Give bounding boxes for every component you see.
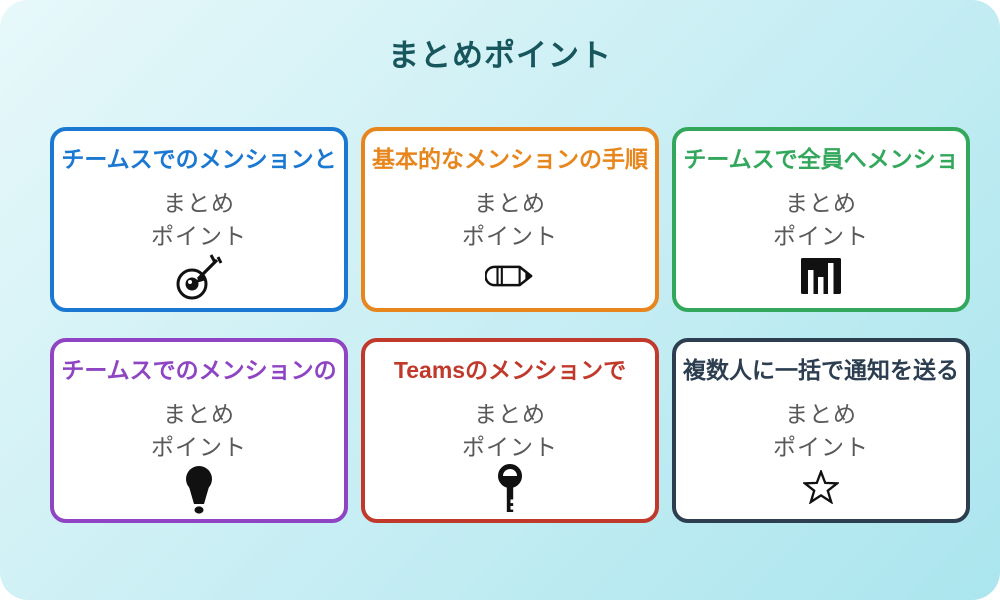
star-icon	[803, 464, 839, 511]
card-subtitle-line: まとめ	[785, 189, 857, 216]
card-subtitle-line: まとめ	[474, 189, 546, 216]
card-subtitle: まとめ ポイント	[462, 398, 558, 464]
pencil-icon	[485, 253, 535, 300]
bar-chart-icon	[798, 253, 844, 300]
page-title: まとめポイント	[388, 38, 612, 73]
card-title: チームスでのメンションの	[61, 357, 337, 383]
card-title: チームスで全員へメンショ	[683, 146, 959, 172]
card-title: チームスでのメンションと	[61, 146, 337, 172]
card-subtitle-line: ポイント	[773, 222, 869, 249]
card-subtitle-line: ポイント	[462, 433, 558, 460]
card-title: Teamsのメンションで	[393, 357, 627, 383]
card-subtitle: まとめ ポイント	[151, 187, 247, 253]
card-subtitle-line: まとめ	[785, 400, 857, 427]
card-subtitle-line: ポイント	[151, 433, 247, 460]
summary-card-bulk-notify: 複数人に一括で通知を送る まとめ ポイント	[672, 338, 970, 523]
card-subtitle: まとめ ポイント	[462, 187, 558, 253]
card-subtitle: まとめ ポイント	[773, 398, 869, 464]
card-title: 基本的なメンションの手順	[372, 146, 648, 172]
summary-card-teams-mention-2: チームスでのメンションの まとめ ポイント	[50, 338, 348, 523]
summary-card-teams-mention-3: Teamsのメンションで まとめ ポイント	[361, 338, 659, 523]
cards-grid: チームスでのメンションと まとめ ポイント 基本的なメンションの手順	[50, 127, 970, 523]
key-icon	[497, 463, 523, 514]
card-subtitle-line: まとめ	[474, 400, 546, 427]
card-subtitle-line: ポイント	[462, 222, 558, 249]
summary-card-mention-steps: 基本的なメンションの手順 まとめ ポイント	[361, 127, 659, 312]
card-subtitle-line: まとめ	[163, 189, 235, 216]
card-subtitle-line: まとめ	[163, 400, 235, 427]
card-subtitle-line: ポイント	[151, 222, 247, 249]
summary-card-teams-mention-1: チームスでのメンションと まとめ ポイント	[50, 127, 348, 312]
summary-card-mention-all: チームスで全員へメンショ まとめ ポイント	[672, 127, 970, 312]
lightbulb-icon	[182, 464, 216, 516]
card-title: 複数人に一括で通知を送る	[683, 357, 959, 383]
card-subtitle: まとめ ポイント	[151, 398, 247, 464]
card-subtitle-line: ポイント	[773, 433, 869, 460]
target-arrow-icon	[174, 253, 224, 303]
card-subtitle: まとめ ポイント	[773, 187, 869, 253]
